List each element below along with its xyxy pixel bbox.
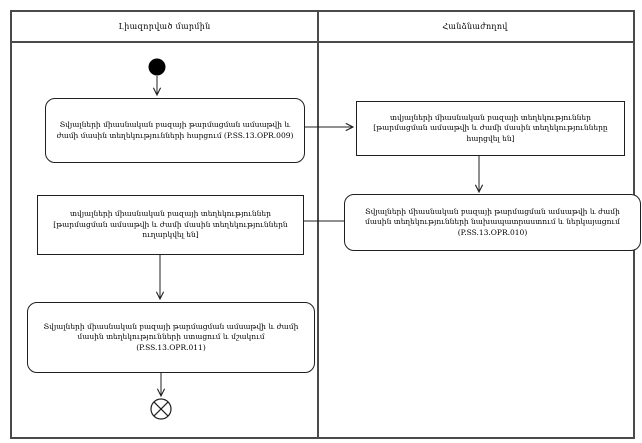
object-dbinfo-requested-label: տվյալների միասնական բազայի տեղեկությունն… [373, 112, 608, 143]
activity-prepare-present-label: Տվյալների միասնական բազայի թարմացման ամս… [365, 206, 620, 227]
activity-request-info-label: Տվյալների միասնական բազայի թարմացման ամս… [56, 120, 294, 140]
object-dbinfo-requested-node: տվյալների միասնական բազայի տեղեկությունն… [356, 101, 625, 156]
activity-prepare-present-code: (P.SS.13.OPR.010) [457, 227, 528, 237]
activity-receive-process-label: Տվյալների միասնական բազայի թարմացման ամս… [43, 321, 299, 342]
activity-receive-process-node: Տվյալների միասնական բազայի թարմացման ամս… [27, 302, 315, 373]
lane-divider [317, 10, 319, 437]
lane-header-commission: Հանձնաժողով [442, 21, 508, 31]
object-dbinfo-sent-node: տվյալների միասնական բազայի տեղեկությունն… [37, 195, 304, 255]
object-dbinfo-sent-label: տվյալների միասնական բազայի տեղեկությունն… [53, 209, 288, 240]
activity-prepare-present-node: Տվյալների միասնական բազայի թարմացման ամս… [344, 194, 641, 251]
activity-request-info-node: Տվյալների միասնական բազայի թարմացման ամս… [45, 98, 305, 163]
lane-header-authorized-body: Լիազորված մարմին [118, 21, 211, 31]
lane-header-separator [10, 41, 633, 43]
activity-receive-process-code: (P.SS.13.OPR.011) [136, 342, 206, 352]
